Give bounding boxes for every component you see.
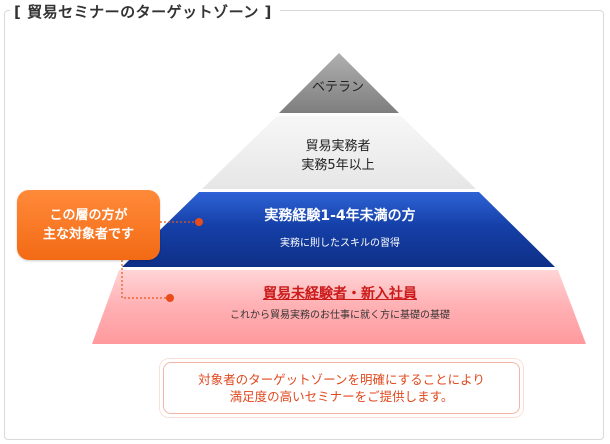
tier-beginner (92, 270, 586, 344)
tier-practitioner-line1: 貿易実務者 (305, 139, 371, 154)
tier-1-4-years (122, 192, 555, 267)
tier-practitioner-label: 貿易実務者 実務5年以上 (301, 137, 374, 175)
tier-practitioner-line2: 実務5年以上 (301, 158, 375, 173)
tier-1-4-years-heading: 実務経験1-4年未満の方 (264, 208, 416, 224)
callout-line2: 主な対象者です (42, 227, 134, 242)
connector-dot-lower (166, 294, 174, 302)
callout-line1: この層の方が (49, 208, 128, 223)
tier-veteran (279, 53, 399, 113)
tier-1-4-years-subtext: 実務に則したスキルの習得 (280, 238, 400, 249)
connector-line-lower (121, 260, 168, 299)
summary-note: 対象者のターゲットゾーンを明確にすることにより 満足度の高いセミナーをご提供しま… (163, 362, 520, 414)
tier-beginner-heading: 貿易未経験者・新入社員 (263, 286, 417, 302)
content-frame (4, 10, 604, 440)
note-outer-border (159, 358, 524, 418)
tier-beginner-subtext: これから貿易実務のお仕事に就く方に基礎の基礎 (230, 310, 450, 321)
tier-veteran-label: ベテラン (311, 80, 365, 95)
connector-dot-upper (195, 218, 203, 226)
target-callout-badge: この層の方が 主な対象者です (17, 190, 160, 260)
tier-practitioner (202, 116, 476, 189)
note-line2: 満足度の高いセミナーをご提供します。 (229, 389, 454, 404)
note-line1: 対象者のターゲットゾーンを明確にすることにより (198, 372, 485, 387)
section-title: [ 貿易セミナーのターゲットゾーン ] (10, 1, 280, 22)
